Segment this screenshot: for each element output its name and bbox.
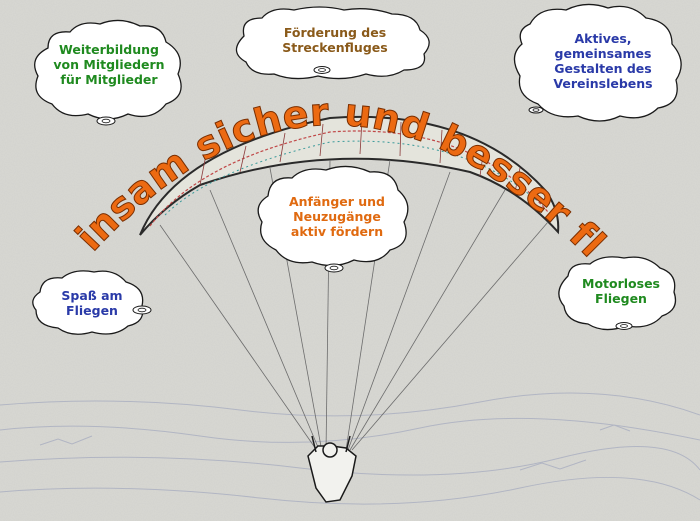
bubble-motorlos-text: Motorloses Fliegen	[566, 276, 676, 306]
bubble-weiterbildung-text: Weiterbildung von Mitgliedern für Mitgli…	[44, 42, 174, 87]
bubble-line: Fliegen	[66, 303, 118, 318]
cloud-anfaenger	[257, 165, 409, 273]
bubble-line: Neuzugänge	[293, 209, 381, 224]
bubble-line: von Mitgliedern	[53, 57, 165, 72]
bubble-line: Fliegen	[595, 291, 647, 306]
bubble-line: Streckenfluges	[282, 40, 388, 55]
bubble-line: Vereinslebens	[553, 76, 653, 91]
pilot-figure	[307, 435, 357, 503]
bubble-line: gemeinsames	[554, 46, 652, 61]
bubble-line: Weiterbildung	[59, 42, 159, 57]
bubble-line: Spaß am	[61, 288, 123, 303]
bubble-vereinsleben-text: Aktives, gemeinsames Gestalten des Verei…	[528, 31, 678, 91]
cloud-weiterbildung	[34, 19, 182, 126]
bubble-line: für Mitglieder	[60, 72, 158, 87]
bubble-spass-text: Spaß am Fliegen	[42, 288, 142, 318]
bubble-line: Motorloses	[582, 276, 660, 291]
bubble-line: Aktives,	[574, 31, 632, 46]
cloud-vereinsleben	[513, 3, 682, 122]
bubble-anfaenger-text: Anfänger und Neuzugänge aktiv fördern	[270, 194, 404, 239]
landscape-sketch	[0, 392, 700, 505]
bubble-line: aktiv fördern	[290, 224, 384, 239]
bubble-line: Anfänger und	[288, 194, 386, 209]
bubble-streckenflug-text: Förderung des Streckenfluges	[250, 25, 420, 55]
bubble-line: Gestalten des	[554, 61, 652, 76]
bubble-line: Förderung des	[283, 25, 387, 40]
cloud-streckenflug	[235, 6, 430, 80]
paraglider-canopy	[139, 115, 560, 236]
cloud-spass	[32, 270, 152, 335]
cloud-motorlos	[558, 256, 677, 331]
